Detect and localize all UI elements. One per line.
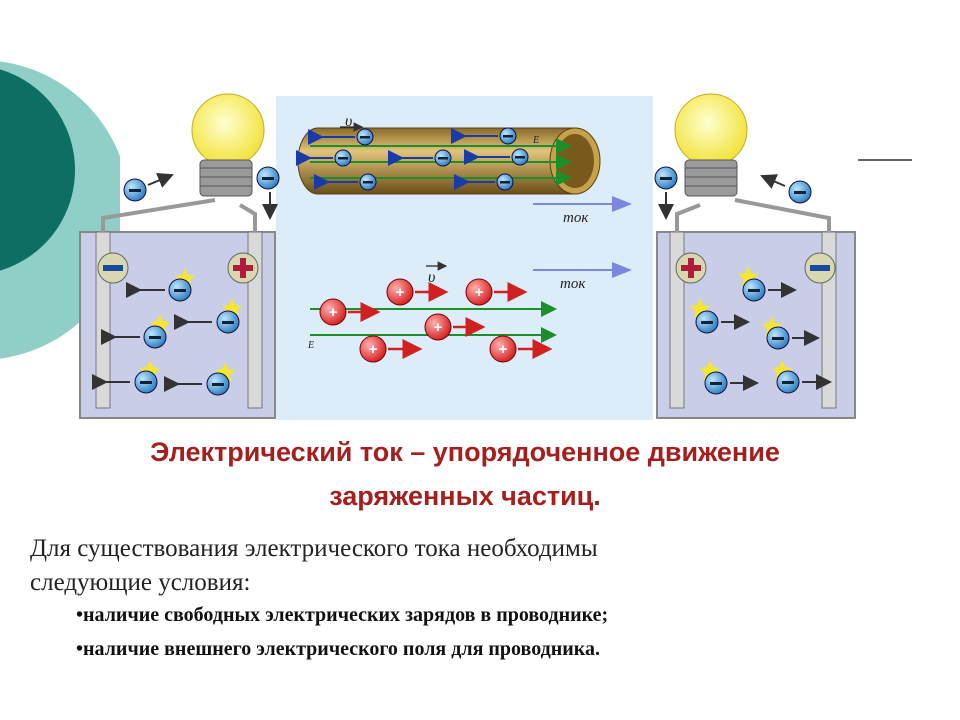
field-label-top: E — [532, 135, 539, 146]
current-arrow-top: ток — [533, 196, 632, 226]
field-label-bottom: E — [307, 340, 314, 351]
decor-dark-circle — [0, 69, 75, 271]
electron — [308, 128, 374, 146]
right-ions — [690, 266, 832, 395]
current-label-bottom: ток — [560, 276, 586, 292]
right-cell — [656, 198, 856, 419]
left-ions — [92, 268, 242, 396]
condition-item-2: •наличие внешнего электрического поля дл… — [76, 638, 601, 660]
definition-title-line1: Электрический ток – упорядоченное движен… — [150, 437, 780, 467]
left-bulb — [123, 93, 280, 220]
positive-charge: + — [489, 335, 553, 363]
svg-text:+: + — [475, 284, 484, 301]
electron — [454, 173, 514, 191]
current-arrow-bottom: ток — [533, 262, 632, 292]
conditions-intro-line2: следующие условия: — [30, 569, 251, 596]
positive-charge: + — [424, 313, 486, 341]
condition-item-1: •наличие свободных электрических зарядов… — [76, 604, 609, 626]
electron — [296, 149, 352, 167]
positive-charge: + — [386, 278, 449, 306]
electron — [314, 173, 377, 191]
definition-title-line2: заряженных частиц. — [329, 481, 601, 511]
positive-charge: + — [465, 278, 528, 306]
left-cell — [79, 198, 276, 419]
svg-text:+: + — [369, 341, 378, 358]
svg-text:+: + — [396, 284, 405, 301]
electric-current-diagram: υ E ток ток + + + + + + υ E — [79, 93, 912, 420]
velocity-label-top: υ — [345, 113, 352, 130]
electron — [388, 149, 452, 167]
conditions-intro-line1: Для существования электрического тока не… — [30, 535, 598, 562]
velocity-label-bottom: υ — [428, 269, 435, 286]
svg-text:+: + — [329, 304, 338, 321]
positive-charge: + — [319, 298, 381, 326]
right-bulb — [654, 93, 812, 220]
svg-text:+: + — [499, 341, 508, 358]
positive-charge: + — [359, 335, 423, 363]
metal-conductor: υ E — [296, 113, 601, 195]
positive-charges: + + + + + + υ E — [307, 261, 557, 363]
svg-text:+: + — [434, 319, 443, 336]
current-label-top: ток — [563, 210, 589, 226]
electron — [451, 127, 517, 145]
electron — [464, 148, 529, 166]
